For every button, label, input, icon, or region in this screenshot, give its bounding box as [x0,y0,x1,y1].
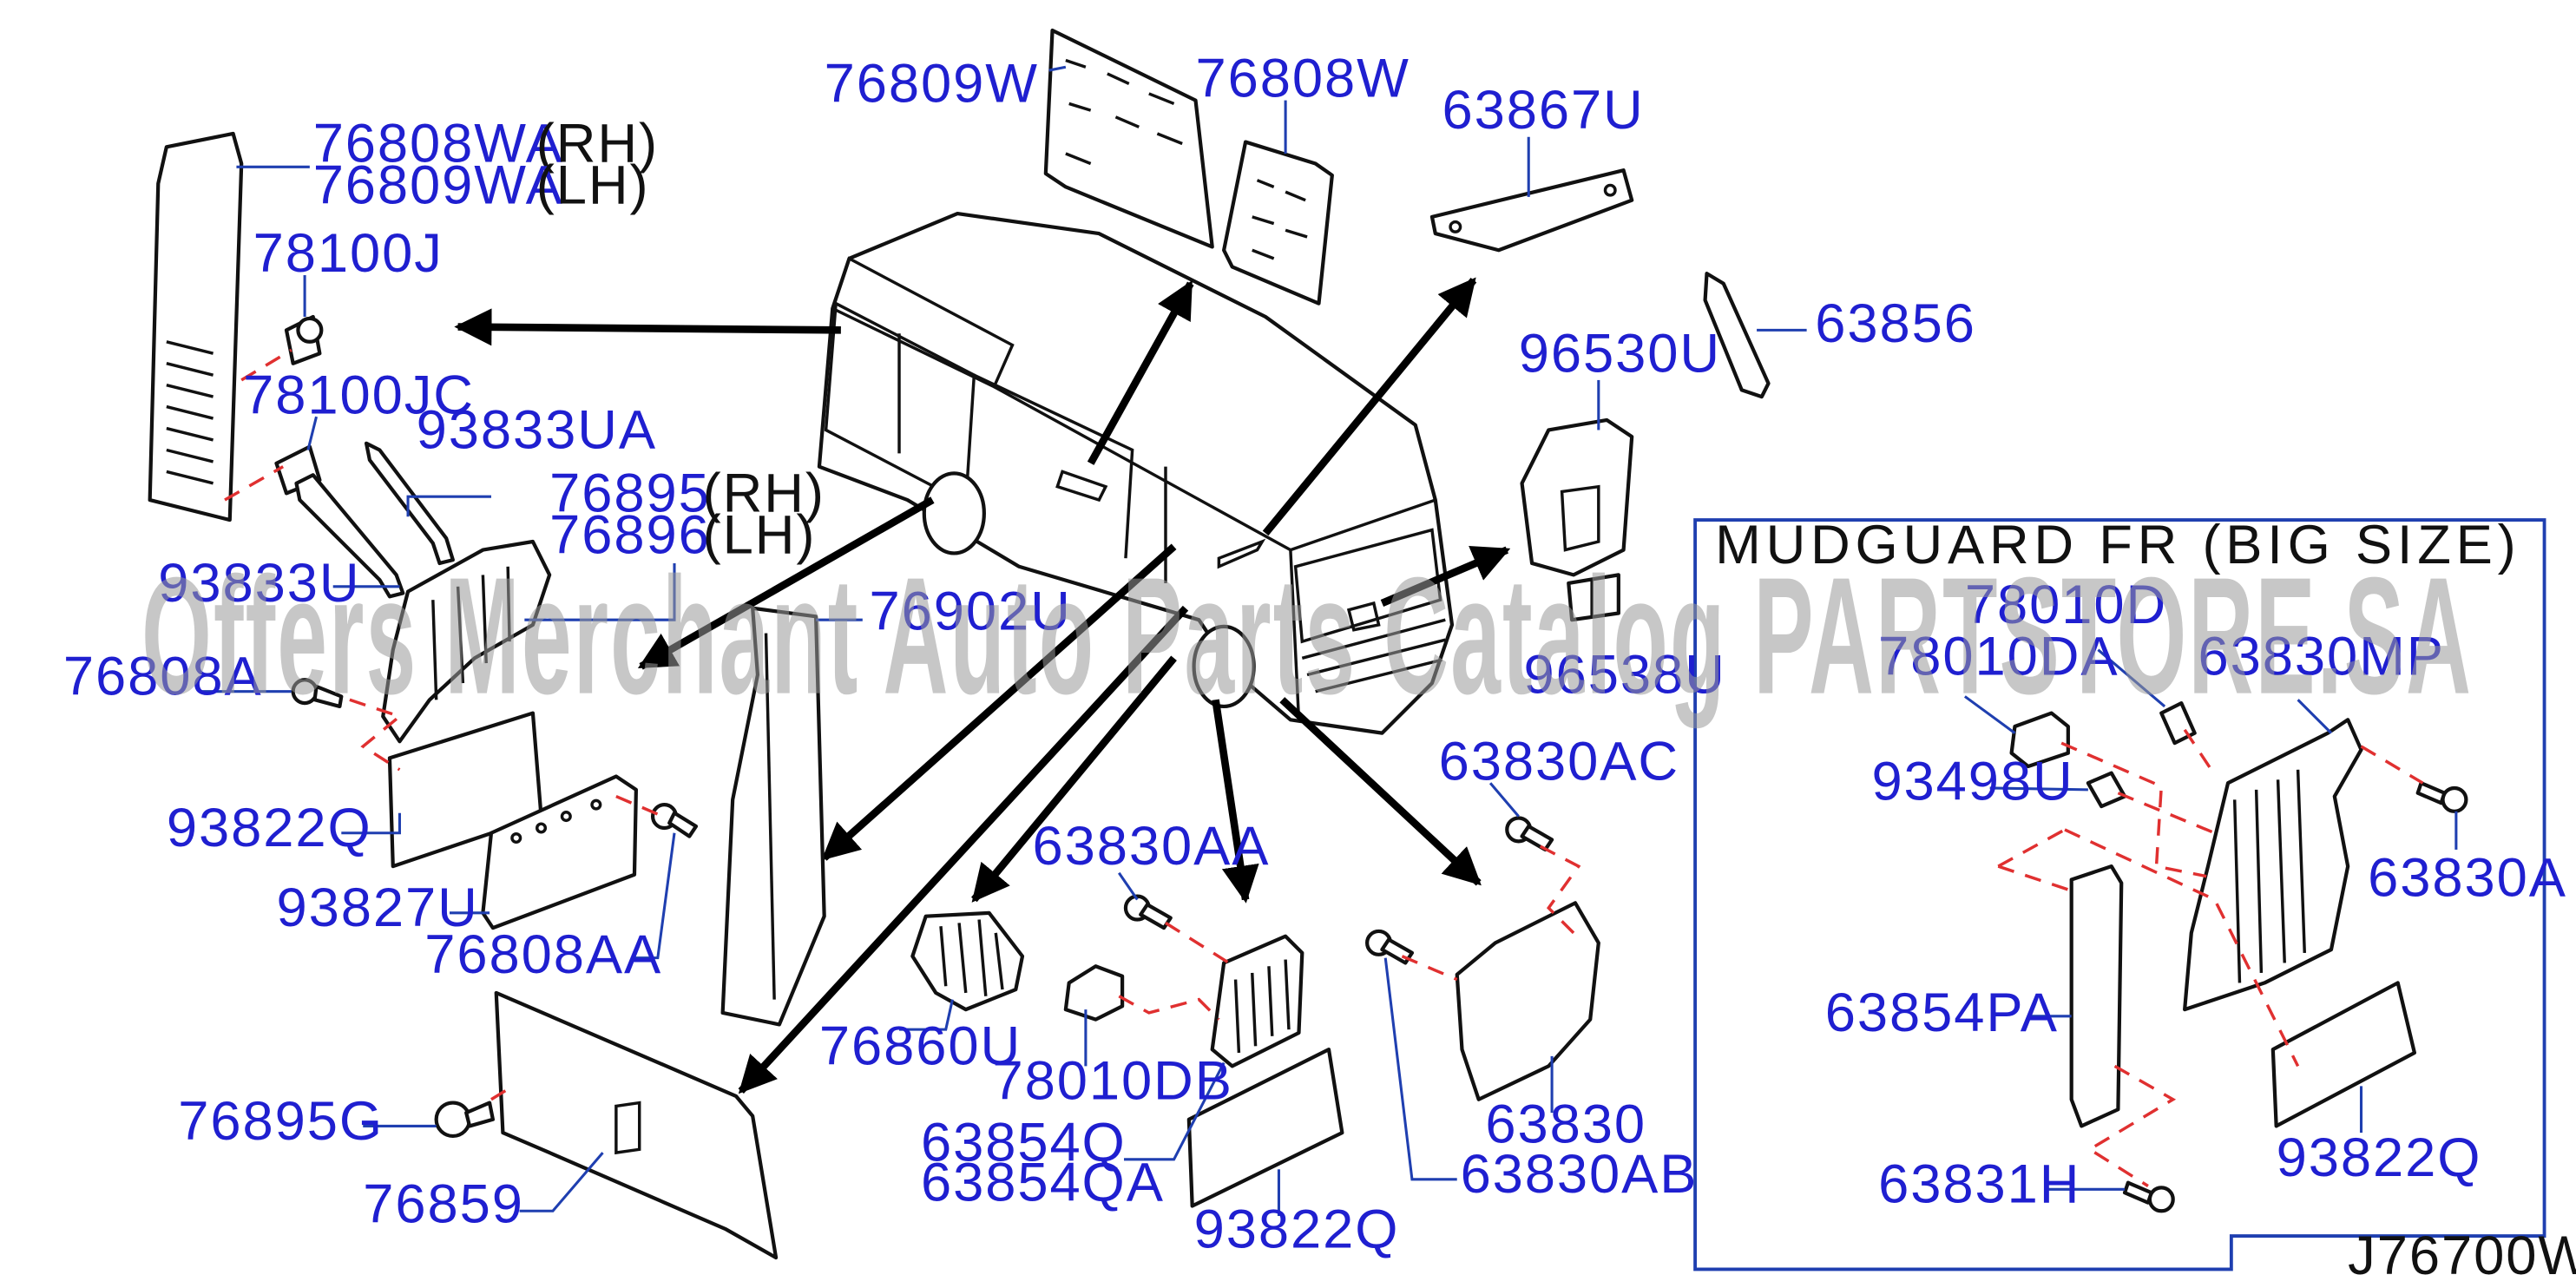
mudguard-63830 [1455,901,1600,1101]
label-93827U: 93827U [276,877,478,938]
label-lh-1: (LH) [536,155,650,216]
mudguard-93822Q-mid [1186,1048,1344,1208]
label-63830A: 63830A [2368,848,2567,909]
label-63830: 63830 [1485,1094,1646,1155]
inset-frame [1693,518,2546,1272]
label-63831H: 63831H [1878,1154,2080,1215]
label-63854Q: 63854Q [921,1113,1127,1173]
inset-mudguard-93822Q [2270,981,2417,1128]
diagram-code: J76700WS [2348,1226,2576,1286]
label-96538U: 96538U [1523,645,1725,706]
bracket-93833U [294,473,405,599]
label-93822Q-left: 93822Q [167,798,372,858]
label-96530U: 96530U [1519,323,1721,384]
label-76809WA: 76809WA [313,155,564,216]
clip-76895G [434,1101,496,1139]
label-93822Q-inset: 93822Q [2277,1127,2482,1188]
mud-flap-76895 [381,539,552,744]
block-78010DB [1063,964,1125,1022]
floor-panel-76859 [494,990,779,1260]
assembly-lines [224,348,2424,1187]
label-lh-2: (LH) [703,504,817,565]
bracket-63856 [1703,272,1771,399]
inset-title: MUDGUARD FR (BIG SIZE) [1715,515,2520,575]
tall-rear-panel [148,131,244,522]
label-63830AC: 63830AC [1439,731,1679,792]
inset-plate-63854PA [2069,864,2124,1128]
label-93498U: 93498U [1871,751,2073,812]
label-63830MP: 63830MP [2198,626,2444,687]
van-body [817,211,1455,735]
bracket-76860U [910,910,1025,1012]
label-76808AA: 76808AA [424,924,662,985]
label-78100J: 78100J [253,223,444,284]
label-63854QA: 63854QA [921,1153,1165,1213]
label-93833UA: 93833UA [417,400,657,461]
label-76808W: 76808W [1196,49,1410,109]
bolt-63830AC [1505,816,1554,852]
window-panel-76808W [1222,140,1334,306]
label-rh-1: (RH) [536,114,659,174]
inset-block-78010DA [2009,711,2070,769]
label-78100JC: 78100JC [243,365,475,425]
bolt-76808A [291,678,344,709]
label-76859: 76859 [363,1174,524,1235]
callout-arrows [454,277,1511,1094]
label-78010D: 78010D [1965,575,2167,635]
label-76895: 76895 [549,463,711,523]
label-76896: 76896 [549,504,711,565]
label-93833U: 93833U [158,553,360,614]
label-63830AA: 63830AA [1033,816,1271,877]
hinge-96538U [1567,573,1620,622]
label-76902U: 76902U [869,582,1071,642]
label-63854PA: 63854PA [1825,982,2059,1043]
watermark: Offers Merchant Auto Parts Catalog PARTS… [141,542,2473,729]
clip-78100J [284,314,324,365]
label-63856: 63856 [1815,293,1976,354]
label-76808WA: 76808WA [313,114,564,174]
label-rh-2: (RH) [703,463,825,523]
inset-mud-flap-63830MP [2183,718,2363,1012]
label-76860U: 76860U [819,1015,1022,1076]
bolt-76808AA [650,803,699,838]
label-63867U: 63867U [1442,80,1644,141]
leader-lines [200,65,2458,1217]
label-63830AB: 63830AB [1461,1144,1699,1205]
window-panel-76809W [1043,28,1214,249]
mud-flap-63854Q [1210,934,1304,1068]
label-76895G: 76895G [178,1091,384,1152]
flap-96530U [1520,417,1634,577]
label-78010DA: 78010DA [1878,626,2119,687]
bracket-63867U [1429,168,1634,253]
inset-bolt-63830A [2415,781,2468,813]
part-labels: 76808WA (RH) 76809WA (LH) 78100J 78100JC… [63,49,2576,1286]
label-76808A: 76808A [63,647,263,707]
inset-clip-93498U [2086,771,2127,809]
pillar-76902U [720,606,826,1027]
bracket-93833UA [364,441,455,566]
bolt-63830AA [1123,894,1173,930]
label-78010DB: 78010DB [992,1051,1232,1112]
label-76809W: 76809W [825,54,1039,115]
label-93822Q-mid: 93822Q [1194,1199,1400,1259]
inset-bolt-63831H [2122,1180,2175,1213]
